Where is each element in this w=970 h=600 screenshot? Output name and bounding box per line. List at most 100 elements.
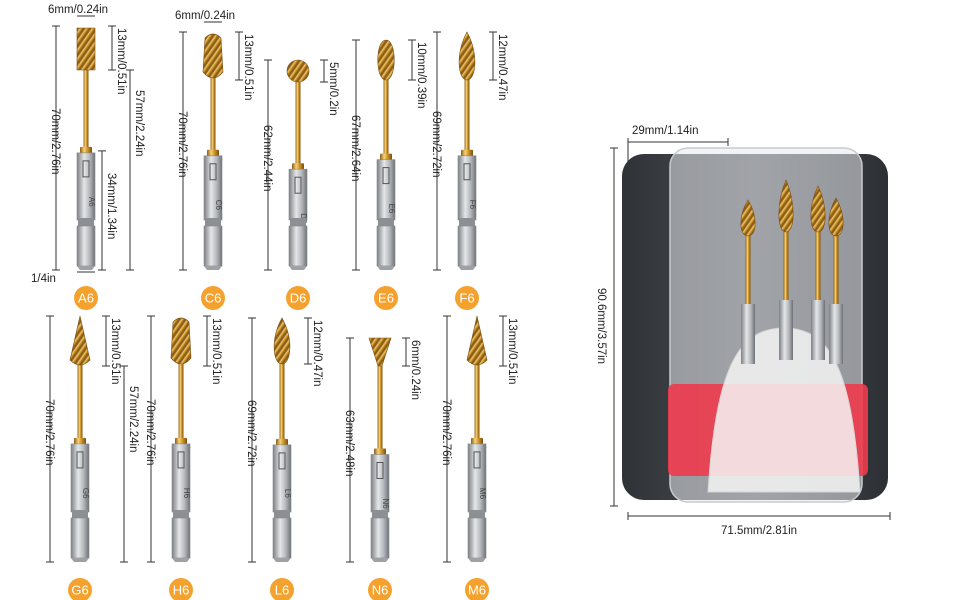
case-bit-shaft	[833, 234, 839, 304]
tip-length-label: 6mm/0.24in	[409, 340, 421, 400]
hex-end	[370, 517, 390, 559]
shank-code: C6	[214, 200, 223, 211]
model-badge-label: G6	[71, 583, 88, 598]
marking-slot	[376, 461, 384, 479]
total-length-label: 70mm/2.76in	[176, 111, 188, 177]
total-length-label: 69mm/2.72in	[430, 111, 442, 177]
model-badge	[465, 578, 489, 600]
shank-groove	[205, 218, 221, 226]
gold-shaft	[464, 78, 470, 158]
marking-slot	[463, 163, 471, 181]
tip-length-label: 13mm/0.51in	[109, 318, 121, 384]
total-length-label: 69mm/2.72in	[245, 400, 257, 466]
model-badge-label: N6	[372, 583, 389, 598]
hex-length-label: 34mm/1.34in	[105, 173, 117, 239]
total-length-label: 70mm/2.76in	[144, 399, 156, 465]
model-badge-label: H6	[173, 583, 190, 598]
case-bit-shank	[741, 304, 755, 364]
model-badge	[455, 286, 479, 310]
gold-shaft	[383, 78, 389, 162]
case-bit-3	[810, 185, 826, 360]
case-bit-1	[740, 199, 756, 364]
model-badge	[270, 578, 294, 600]
shank-code: F6	[468, 200, 477, 210]
model-badge	[286, 286, 310, 310]
gold-shaft	[178, 364, 184, 446]
steel-shank	[76, 152, 96, 221]
shank-groove	[378, 218, 394, 226]
case-inner-width-label: 29mm/1.14in	[632, 125, 698, 137]
steel-shank	[467, 443, 487, 513]
shank-code: M6	[478, 488, 487, 500]
shank-length-label: 57mm/2.24in	[127, 386, 139, 452]
gold-shaft	[279, 362, 285, 447]
hex-end	[467, 517, 487, 559]
total-length-label: 63mm/2.48in	[343, 410, 355, 476]
hex-end	[171, 517, 191, 559]
burr-bit-set: A6 13mm/0.51in 70mm/2.76in 6mm/0.24in 57mm/2…	[31, 4, 518, 600]
hex-tip	[71, 558, 89, 562]
hex-end	[70, 517, 90, 559]
hex-tip	[377, 266, 395, 270]
case-bit-head	[740, 199, 756, 237]
model-badge-label: A6	[78, 291, 94, 306]
shank-code: G6	[81, 488, 90, 499]
burr-head	[466, 315, 488, 366]
case-height-label: 90.6mm/3.57in	[595, 288, 607, 364]
hex-tip	[468, 558, 486, 562]
steel-shank	[171, 443, 191, 513]
case-bit-2	[778, 179, 794, 360]
tip-length-label: 12mm/0.47in	[311, 320, 323, 386]
total-length-label: 70mm/2.76in	[43, 399, 55, 465]
marking-slot	[76, 451, 84, 469]
burr-head	[377, 39, 395, 81]
total-length-label: 70mm/2.76in	[440, 399, 452, 465]
case-bit-head	[828, 197, 844, 237]
shank-code: H6	[182, 488, 191, 499]
case-bit-shank	[779, 300, 793, 360]
case-bit-head	[810, 185, 826, 233]
hex-end	[272, 517, 292, 559]
case-bit-head	[778, 179, 794, 233]
tip-length-label: 13mm/0.51in	[242, 34, 254, 100]
tip-length-label: 13mm/0.51in	[115, 28, 127, 94]
burr-head	[458, 31, 476, 81]
case-bit-shank	[811, 300, 825, 360]
marking-slot	[209, 163, 217, 181]
hex-end	[203, 225, 223, 267]
model-badge	[374, 286, 398, 310]
total-length-label: 70mm/2.76in	[49, 108, 61, 174]
steel-shank	[457, 155, 477, 221]
hex-end	[76, 225, 96, 267]
hex-tip	[273, 558, 291, 562]
hex-tip	[289, 266, 307, 270]
shank-code: E6	[387, 204, 396, 214]
steel-shank	[203, 155, 223, 221]
model-badge	[169, 578, 193, 600]
model-badge	[74, 286, 98, 310]
shank-length-label: 57mm/2.24in	[133, 90, 145, 156]
gold-shaft	[83, 68, 89, 155]
gold-shaft	[474, 364, 480, 446]
shank-groove	[78, 218, 94, 226]
burr-head	[69, 315, 91, 366]
hex-tip	[172, 558, 190, 562]
hex-width-label: 1/4in	[31, 273, 56, 285]
shank-groove	[372, 510, 388, 518]
hex-tip	[204, 266, 222, 270]
hex-end	[288, 225, 308, 267]
tip-length-label: 13mm/0.51in	[210, 318, 222, 384]
model-badge-label: C6	[205, 291, 222, 306]
case-bit-4	[828, 197, 844, 364]
shank-groove	[173, 510, 189, 518]
shank-groove	[72, 510, 88, 518]
burr-head	[273, 317, 291, 365]
steel-shank	[272, 444, 292, 513]
model-badge	[201, 286, 225, 310]
